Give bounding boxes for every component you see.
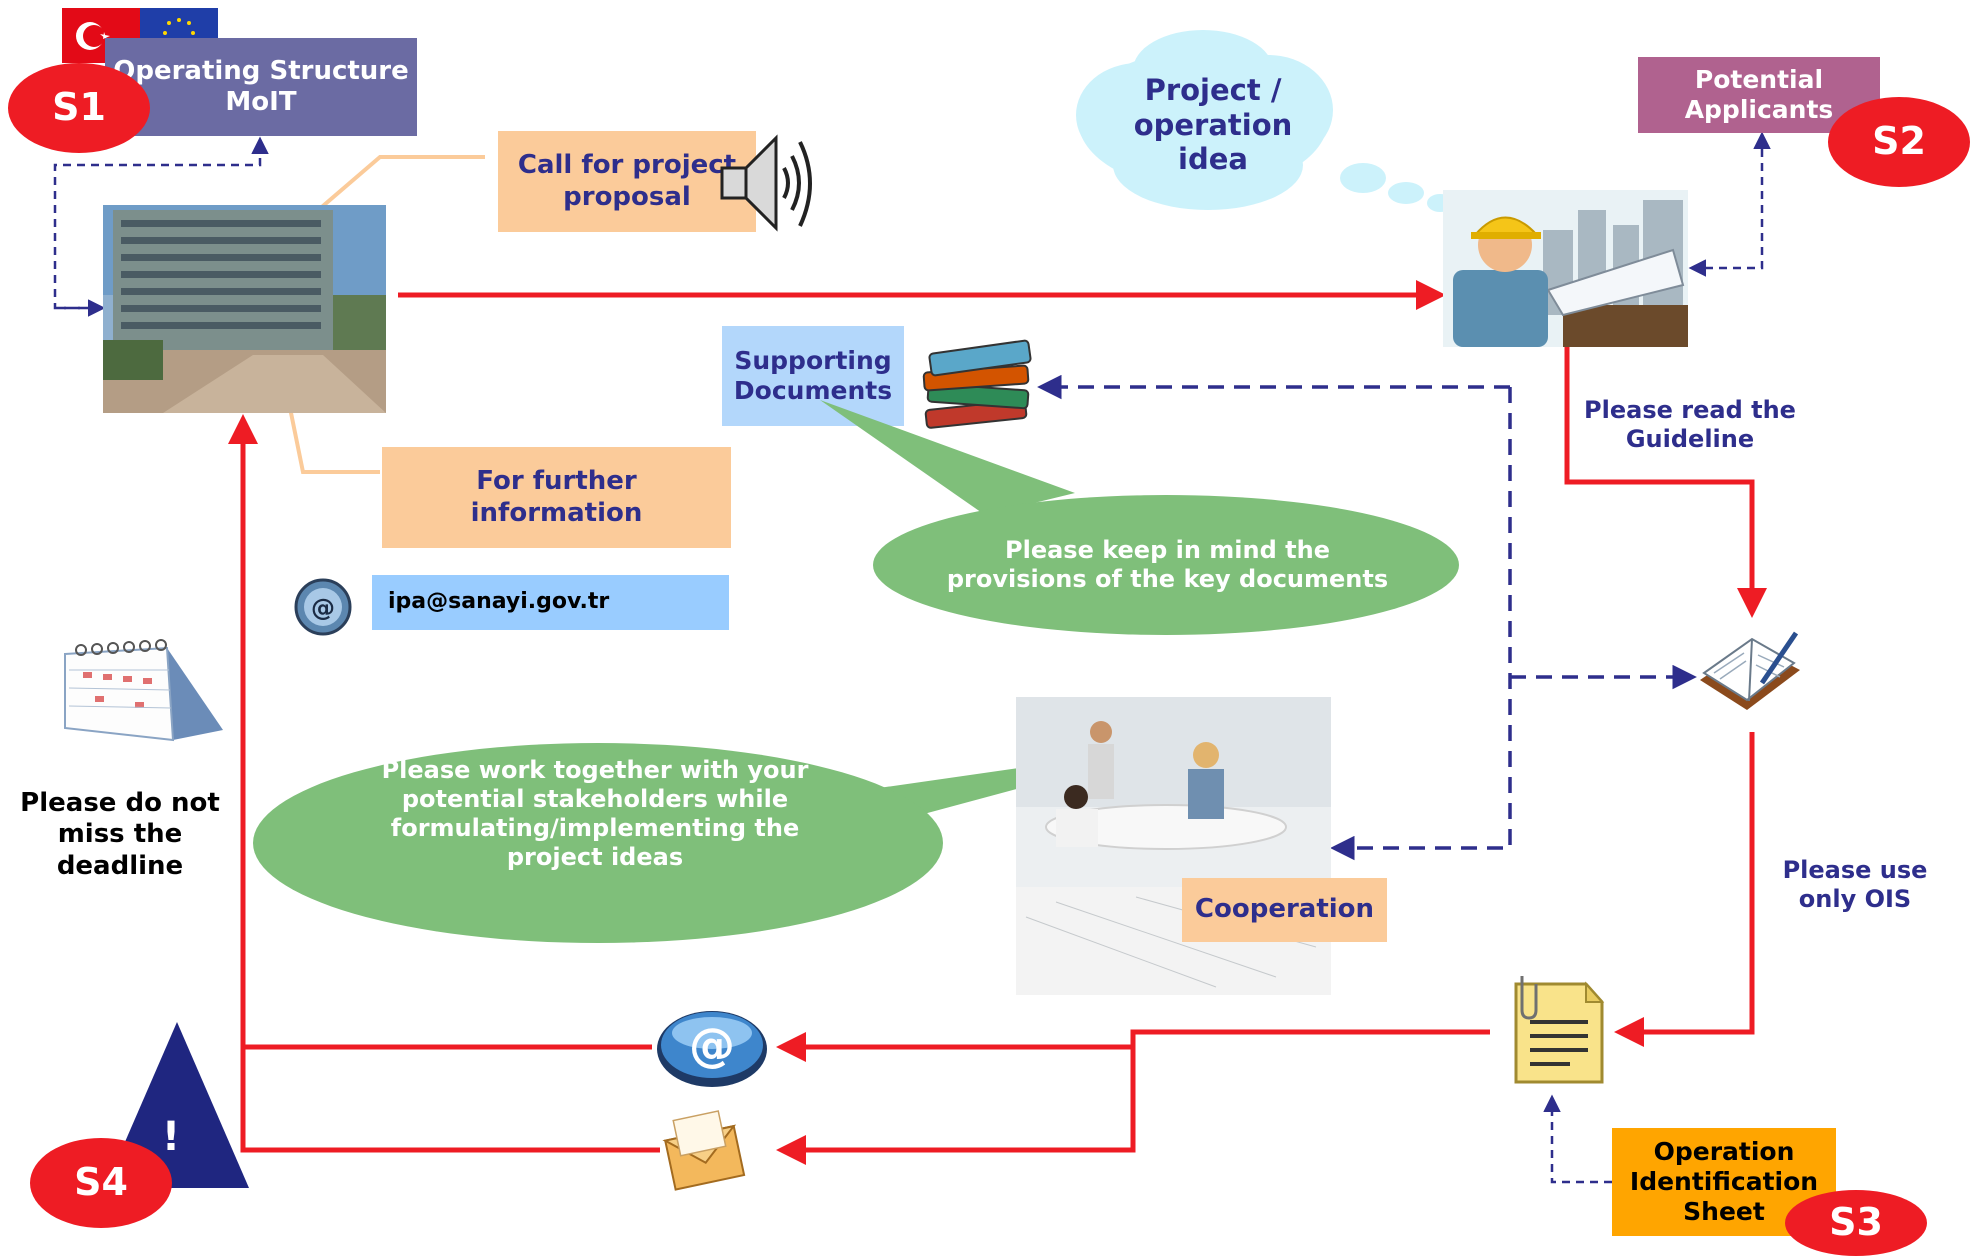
meeting-photo [1016,697,1331,995]
at-sign-icon: @ [294,578,352,636]
keep-in-mind-bubble [873,495,1459,635]
read-guideline-text: Please read the Guideline [1584,396,1796,453]
supporting-documents-box: Supporting Documents [722,326,904,426]
flow-arrow-to-guideline [1564,347,1767,618]
dashed-arrow-to-operating-structure [53,136,269,310]
operating-structure-box: Operating Structure MoIT [105,38,417,136]
keep-in-mind-bubble-tail [820,400,1075,515]
warning-mark: ! [162,1114,180,1160]
at-sign-glyph: @ [311,594,335,622]
envelope-icon[interactable] [660,1105,746,1195]
step-badge-s2: S2 [1828,97,1970,187]
step-badge-s1: S1 [8,63,150,153]
cooperation-box: Cooperation [1182,878,1387,942]
flow-arrow-to-email [776,1029,1490,1062]
use-ois-text: Please use only OIS [1782,856,1928,913]
dashed-arrow-to-cooperation [1330,387,1512,861]
email-button-icon[interactable]: @ [655,1005,770,1089]
potential-applicants-box: Potential Applicants [1638,57,1880,133]
dashed-arrow-to-document [1543,1094,1612,1184]
turkey-flag-icon [62,8,140,63]
work-together-text: Please work together with your potential… [381,756,809,871]
document-icon [1514,976,1605,1084]
notebook-icon [1700,631,1800,710]
work-together-bubble [253,743,943,943]
project-idea-text: Project / operation idea [1133,72,1293,177]
step-badge-s3: S3 [1785,1190,1927,1256]
building-photo [103,205,386,413]
flow-arrow-to-building [228,414,660,1153]
calendar-icon [64,639,223,742]
deadline-text: Please do not miss the deadline [20,788,220,881]
speaker-icon [720,134,812,232]
further-information-box: For further information [382,447,731,548]
engineer-illustration [1443,190,1688,347]
flow-arrow-to-envelope [776,1047,1136,1165]
idea-cloud [1076,30,1453,212]
step-badge-s4: S4 [30,1138,172,1228]
email-address-box[interactable]: ipa@sanayi.gov.tr [372,575,729,630]
books-icon [922,339,1032,429]
keep-in-mind-text: Please keep in mind the provisions of th… [946,536,1389,593]
flow-arrow-to-ois [1614,732,1755,1047]
call-for-proposal-box: Call for project proposal [498,131,756,232]
email-button-glyph: @ [689,1018,735,1072]
dashed-arrow-applicants [1688,131,1771,277]
